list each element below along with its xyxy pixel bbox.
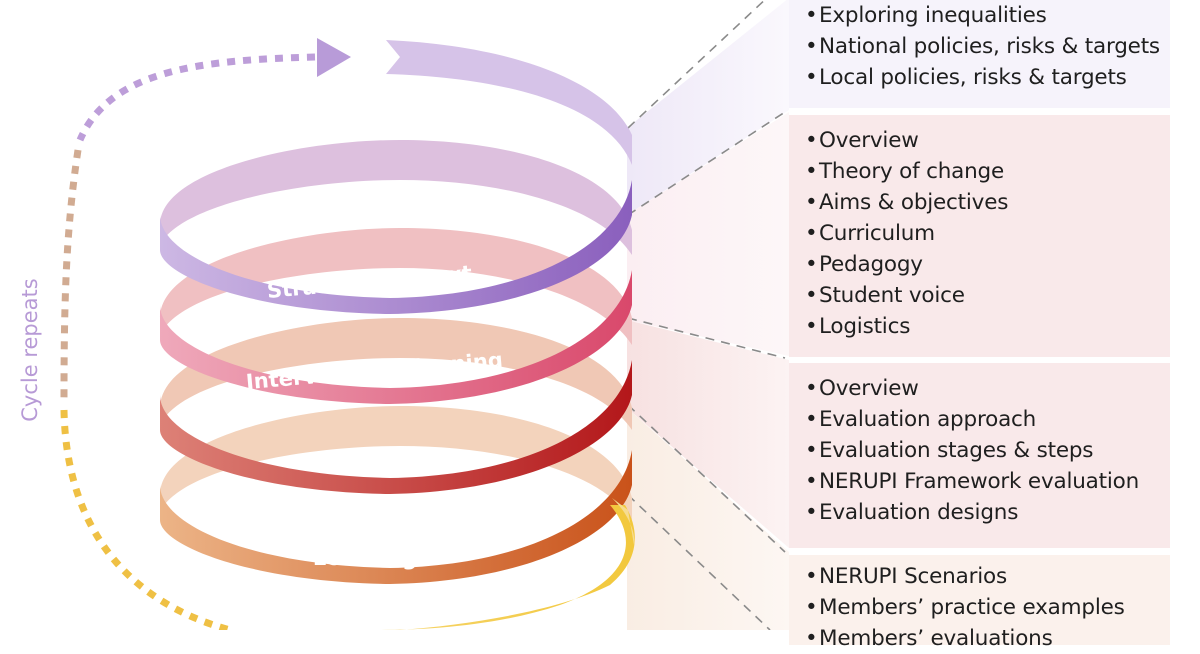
connector-line-1	[627, 0, 766, 129]
spiral-band-evaluation	[160, 360, 632, 494]
list-item: •Overview	[805, 376, 919, 401]
cycle-repeats-text: Cycle repeats	[18, 278, 42, 422]
list-item: •Members’ evaluations	[805, 626, 1053, 651]
connector-line-3	[627, 317, 786, 359]
list-item: •Aims & objectives	[805, 190, 1009, 215]
list-item: •Theory of change	[805, 159, 1005, 184]
panel-list: •Exploring inequalities •National polici…	[805, 0, 1170, 93]
connector-line-5	[627, 494, 771, 630]
list-item: •Pedagogy	[805, 252, 923, 277]
spiral-band-intervention-planning	[160, 270, 632, 404]
connector-fan-1	[627, 0, 789, 215]
list-item: •Student voice	[805, 283, 965, 308]
spiral-back-band-3	[160, 318, 632, 430]
cycle-arrowhead-icon	[317, 38, 351, 77]
cycle-return-path-mid	[60, 149, 82, 401]
panel-list: •Overview •Theory of change •Aims & obje…	[805, 125, 1170, 342]
spiral-diagram: Strategic context Intervention planning …	[60, 0, 789, 630]
panel-evaluation: •Overview •Evaluation approach •Evaluati…	[789, 363, 1170, 548]
list-item: •Members’ practice examples	[805, 595, 1125, 620]
panel-learning: •NERUPI Scenarios •Members’ practice exa…	[789, 555, 1170, 651]
list-item: •Exploring inequalities	[805, 3, 1047, 28]
spiral-top-tail	[386, 40, 632, 165]
connector-line-4	[627, 404, 786, 553]
stage-label-learning: Learning	[313, 546, 417, 570]
list-item: •Evaluation designs	[805, 500, 1019, 525]
spiral-back-band-2	[160, 228, 632, 345]
cycle-return-path-top	[76, 53, 316, 142]
list-item: •Evaluation approach	[805, 407, 1037, 432]
cycle-return-path-bottom	[60, 409, 231, 630]
cycle-repeats-label: Cycle repeats	[10, 270, 50, 430]
list-item: •NERUPI Framework evaluation	[805, 469, 1140, 494]
panel-list: •Overview •Evaluation approach •Evaluati…	[805, 373, 1170, 528]
panel-list: •NERUPI Scenarios •Members’ practice exa…	[805, 561, 1170, 654]
connector-fan-4	[627, 408, 789, 630]
list-item: •National policies, risks & targets	[805, 34, 1160, 59]
panel-intervention-planning: •Overview •Theory of change •Aims & obje…	[789, 115, 1170, 357]
connector-fan-2	[627, 112, 789, 356]
list-item: •NERUPI Scenarios	[805, 564, 1007, 589]
list-item: •Local policies, risks & targets	[805, 65, 1127, 90]
panel-strategic-context: •Exploring inequalities •National polici…	[789, 0, 1170, 108]
list-item: •Logistics	[805, 314, 911, 339]
list-item: •Overview	[805, 128, 919, 153]
spiral-back-band-4	[160, 406, 632, 520]
spiral-back-band-1	[160, 140, 632, 255]
spiral-band-strategic-context	[160, 180, 632, 314]
list-item: •Curriculum	[805, 221, 935, 246]
list-item: •Evaluation stages & steps	[805, 438, 1094, 463]
stage-label-evaluation: Evaluation	[301, 451, 426, 475]
spiral-band-learning	[160, 450, 632, 584]
spiral-tail-highlight	[612, 498, 635, 545]
connector-fan-3	[627, 320, 789, 548]
